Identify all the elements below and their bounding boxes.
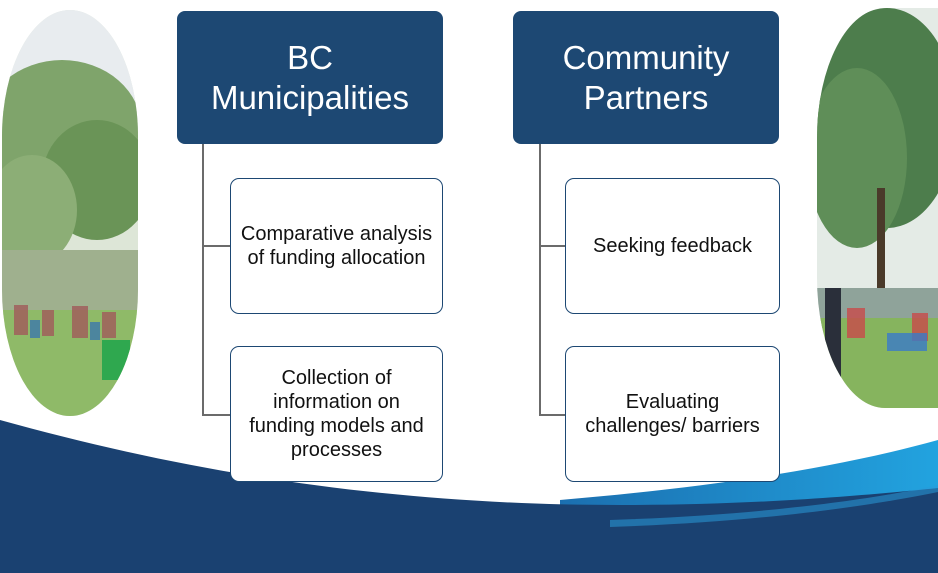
connector-left-1 [202, 245, 230, 247]
community-partners-header: Community Partners [513, 11, 779, 144]
evaluating-challenges-box: Evaluating challenges/ barriers [565, 346, 780, 482]
bc-municipalities-header: BC Municipalities [177, 11, 443, 144]
seeking-feedback-box: Seeking feedback [565, 178, 780, 314]
comparative-analysis-box: Comparative analysis of funding allocati… [230, 178, 443, 314]
connector-left-2 [202, 414, 230, 416]
connector-left-trunk [202, 144, 204, 415]
connector-right-1 [539, 245, 565, 247]
park-photo-left [2, 10, 138, 416]
connector-right-trunk [539, 144, 541, 415]
wave-dark-band [0, 420, 938, 573]
park-photo-right [817, 8, 938, 408]
wave-highlight [610, 485, 938, 527]
connector-right-2 [539, 414, 565, 416]
funding-information-box: Collection of information on funding mod… [230, 346, 443, 482]
